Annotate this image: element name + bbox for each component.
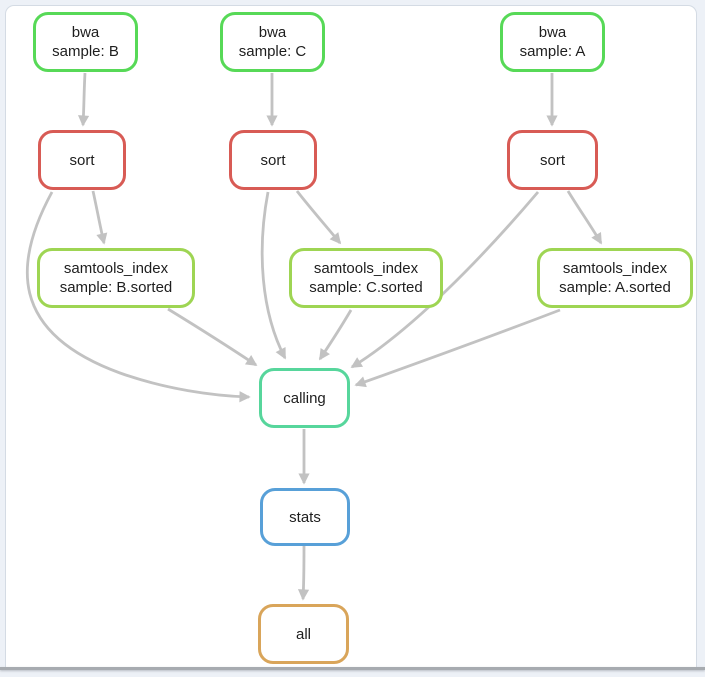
node-label: bwa	[538, 24, 567, 41]
edge-sort-c-to-samtools-index-c	[295, 190, 342, 245]
node-label: samtools_index	[562, 260, 668, 277]
edge-samtools-index-a-to-calling	[354, 308, 561, 388]
edge-stats-to-all	[297, 545, 310, 601]
node-label: sample: B	[52, 43, 119, 60]
edge-sort-b-to-calling	[25, 191, 251, 403]
node-sort-c: sort	[229, 130, 317, 190]
node-label: sort	[260, 151, 286, 169]
node-label: sort	[539, 151, 565, 169]
node-label: stats	[289, 508, 321, 526]
node-samtools-index-b: samtools_index sample: B.sorted	[37, 248, 195, 308]
edge-samtools-index-b-to-calling	[167, 307, 258, 367]
edge-sort-b-to-samtools-index-b	[91, 190, 108, 245]
node-label: samtools_index	[313, 260, 419, 277]
node-sort-a: sort	[507, 130, 598, 190]
node-samtools-index-c: samtools_index sample: C.sorted	[289, 248, 443, 308]
node-label: sample: A	[519, 43, 586, 60]
edge-sort-a-to-samtools-index-a	[566, 190, 603, 245]
node-bwa-a: bwa sample: A	[500, 12, 605, 72]
bottom-divider	[0, 667, 705, 670]
node-label: all	[295, 625, 311, 643]
node-sort-b: sort	[38, 130, 126, 190]
node-label: samtools_index	[63, 260, 169, 277]
edge-samtools-index-c-to-calling	[318, 309, 353, 361]
node-stats: stats	[260, 488, 350, 546]
edge-sort-c-to-calling	[260, 191, 287, 360]
edge-bwa-b-to-sort-b	[77, 72, 90, 127]
node-bwa-c: bwa sample: C	[220, 12, 325, 72]
node-label: bwa	[258, 24, 287, 41]
node-label: calling	[283, 389, 326, 407]
node-label: sample: C	[238, 43, 307, 60]
node-label: sample: C.sorted	[309, 279, 423, 296]
node-label: sample: B.sorted	[59, 279, 173, 296]
node-label: sample: A.sorted	[559, 279, 671, 296]
dag-panel	[5, 5, 697, 668]
node-samtools-index-a: samtools_index sample: A.sorted	[537, 248, 693, 308]
node-bwa-b: bwa sample: B	[33, 12, 138, 72]
node-label: bwa	[71, 24, 100, 41]
edge-sort-a-to-calling	[350, 191, 540, 369]
node-calling: calling	[259, 368, 350, 428]
node-all: all	[258, 604, 349, 664]
node-label: sort	[69, 151, 95, 169]
